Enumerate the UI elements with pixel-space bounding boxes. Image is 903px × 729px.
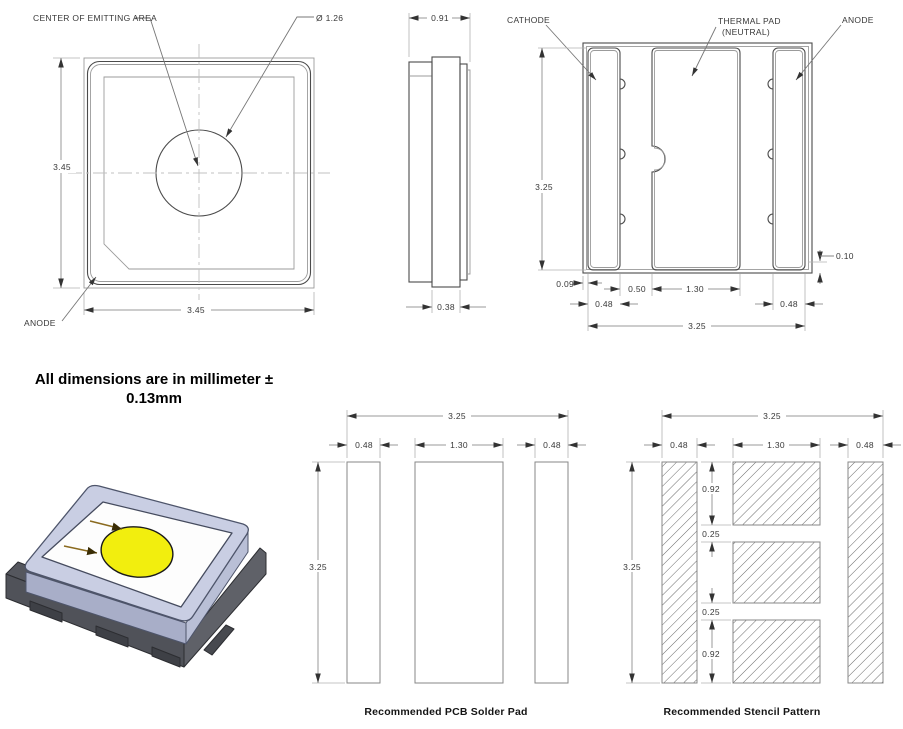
dim-bottom-offset: 0.10 — [836, 251, 854, 261]
dimension-note: All dimensions are in millimeter ± 0.13m… — [8, 370, 300, 408]
lens-side — [408, 61, 433, 283]
pcb-dim-right-pad: 0.48 — [543, 440, 561, 450]
stencil-center-middle — [732, 541, 821, 604]
bottom-view: CATHODE THERMAL PAD (NEUTRAL) ANODE 3.25… — [507, 15, 874, 332]
led-foot — [151, 646, 181, 668]
center-of-emitting-area-label: CENTER OF EMITTING AREA — [33, 13, 157, 23]
dim-bottom-height: 3.25 — [535, 182, 553, 192]
dim-top-width: 3.45 — [187, 305, 205, 315]
dim-bottom-width: 3.25 — [688, 321, 706, 331]
dim-thermal-width: 1.30 — [686, 284, 704, 294]
cathode-label: CATHODE — [507, 15, 550, 25]
pad-side — [459, 63, 468, 281]
emitting-diameter-label: Ø 1.26 — [316, 13, 343, 23]
pcb-dim-width: 3.25 — [448, 411, 466, 421]
led-foot — [29, 600, 63, 623]
stencil-dim-width: 3.25 — [763, 411, 781, 421]
stencil-pattern-view: 3.25 0.48 1.30 0.48 3.25 0.92 0.25 0.25 — [619, 409, 901, 718]
stencil-caption: Recommended Stencil Pattern — [663, 706, 820, 718]
led-base-front-right — [183, 547, 267, 668]
led-3d-render — [5, 484, 267, 668]
dim-cathode-pad-width: 0.48 — [595, 299, 613, 309]
bond-wire — [63, 545, 98, 556]
dim-side-total-width: 0.91 — [431, 13, 449, 23]
stencil-right-pad — [847, 461, 884, 684]
stencil-dim-center-pad: 1.30 — [767, 440, 785, 450]
dim-edge-offset: 0.09 — [556, 279, 574, 289]
dimension-note-line2: 0.13mm — [126, 390, 182, 407]
stencil-dim-height: 3.25 — [623, 562, 641, 572]
led-foot — [203, 624, 235, 656]
anode-pad — [772, 47, 806, 271]
stencil-dim-top-segment: 0.92 — [702, 484, 720, 494]
stencil-dim-bottom-segment: 0.92 — [702, 649, 720, 659]
stencil-dim-upper-gap: 0.25 — [702, 529, 720, 539]
stencil-center-top — [732, 461, 821, 526]
thermal-pad-label-2: (NEUTRAL) — [722, 27, 770, 37]
pcb-dim-left-pad: 0.48 — [355, 440, 373, 450]
pcb-dim-center-pad: 1.30 — [450, 440, 468, 450]
led-foot — [95, 625, 129, 648]
stencil-dim-right-pad: 0.48 — [856, 440, 874, 450]
cathode-pad — [587, 47, 621, 271]
dimension-note-line1: All dimensions are in millimeter ± — [34, 371, 274, 388]
thermal-pad-label: THERMAL PAD — [718, 16, 781, 26]
stencil-left-pad — [661, 461, 698, 684]
thermal-pad — [651, 47, 741, 271]
emitting-window — [103, 76, 295, 270]
pcb-dim-height: 3.25 — [309, 562, 327, 572]
pcb-pad-caption: Recommended PCB Solder Pad — [364, 706, 527, 718]
body-side — [431, 56, 461, 288]
pcb-pad-center — [414, 461, 504, 684]
led-emitter-dot — [100, 526, 174, 578]
pcb-pad-right — [534, 461, 569, 684]
stencil-dim-lower-gap: 0.25 — [702, 607, 720, 617]
stencil-center-bottom — [732, 619, 821, 684]
stencil-dim-left-pad: 0.48 — [670, 440, 688, 450]
bond-wire — [89, 520, 123, 531]
dim-anode-pad-width: 0.48 — [780, 299, 798, 309]
anode-label-bottom-view: ANODE — [842, 15, 874, 25]
top-view: 3.45 3.45 CENTER OF EMITTING AREA Ø 1.26… — [24, 13, 343, 328]
pcb-solder-pad-view: 3.25 0.48 1.30 0.48 3.25 Recommended PCB… — [305, 409, 586, 718]
pcb-pad-left — [346, 461, 381, 684]
anode-label-top-view: ANODE — [24, 318, 56, 328]
body-outline — [582, 42, 813, 274]
dim-top-height: 3.45 — [53, 162, 71, 172]
side-view: 0.91 0.38 — [406, 12, 486, 313]
dim-pad-gap: 0.50 — [628, 284, 646, 294]
dim-side-body-width: 0.38 — [437, 302, 455, 312]
